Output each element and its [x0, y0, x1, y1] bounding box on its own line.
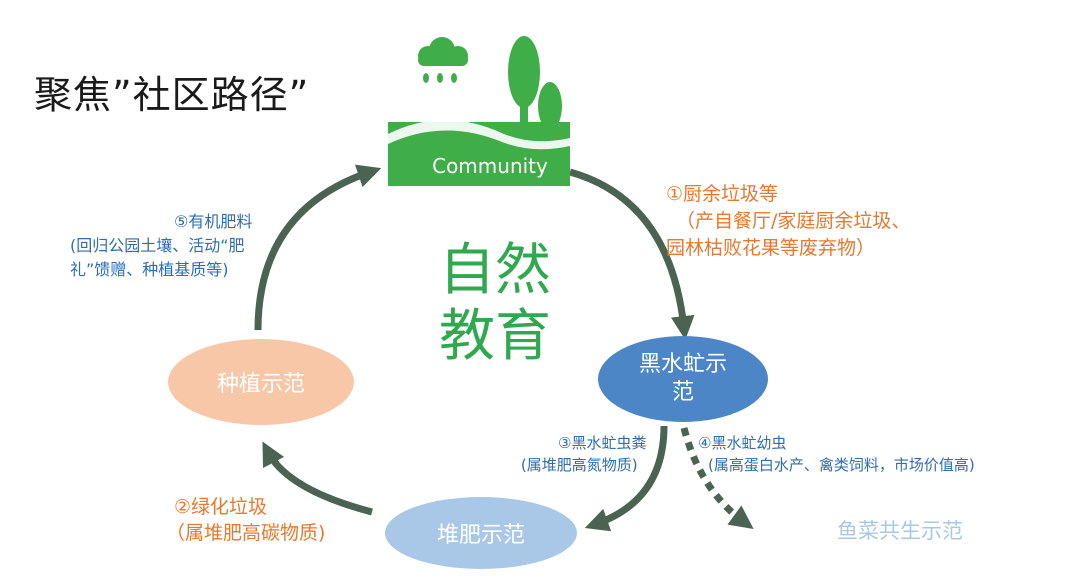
label-2-line-2: （属堆肥高碳物质) — [166, 522, 326, 544]
node-black-soldier-fly: 黑水虻示 范 — [598, 336, 768, 422]
label-5-line-1: ⑤有机肥料 — [174, 212, 253, 231]
label-1-line-2: （产自餐厅/家庭厨余垃圾、 — [676, 210, 911, 232]
arrow-plant-to-community — [254, 164, 382, 331]
label-4-line-1: ④黑水虻幼虫 — [698, 434, 787, 452]
node-bsf-line-1: 黑水虻示 — [638, 352, 727, 377]
label-2-line-1: ②绿化垃圾 — [174, 496, 268, 518]
label-bsf-frass: ③黑水虻虫粪 (属堆肥高氮物质) — [512, 432, 647, 476]
label-bsf-larvae: ④黑水虻幼虫 (属高蛋白水产、禽类饲料，市场价值高) — [698, 432, 975, 476]
label-1-line-3: 园林枯败花果等废弃物） — [666, 237, 876, 259]
tree-icon — [508, 36, 562, 148]
arrow-bsf-to-compost — [584, 425, 668, 532]
label-5-line-2: (回归公园土壤、活动“肥 — [70, 236, 245, 255]
label-5-line-3: 礼”馈赠、种植基质等) — [70, 260, 229, 279]
label-kitchen-waste: ①厨余垃圾等 （产自餐厅/家庭厨余垃圾、 园林枯败花果等废弃物） — [666, 181, 910, 262]
cloud-rain-icon — [418, 37, 468, 83]
label-3-line-1: ③黑水虻虫粪 — [558, 434, 647, 452]
node-planting: 种植示范 — [168, 339, 354, 425]
community-logo-icon — [388, 36, 570, 186]
center-line-1: 自然 — [439, 238, 551, 303]
label-green-waste: ②绿化垃圾 （属堆肥高碳物质) — [166, 494, 325, 546]
page-title: 聚焦”社区路径” — [34, 73, 310, 117]
center-line-2: 教育 — [439, 304, 551, 369]
node-compost: 堆肥示范 — [385, 497, 577, 569]
label-4-line-2: (属高蛋白水产、禽类饲料，市场价值高) — [708, 456, 975, 474]
arrow-compost-to-plant — [262, 441, 373, 516]
community-label: Community — [432, 154, 548, 178]
label-organic-fertilizer: ⑤有机肥料 (回归公园土壤、活动“肥 礼”馈赠、种植基质等) — [70, 210, 252, 282]
node-aquaponics: 鱼菜共生示范 — [837, 519, 963, 543]
center-title: 自然 教育 — [425, 238, 565, 370]
arrow-community-to-bsf — [569, 168, 695, 340]
label-1-line-1: ①厨余垃圾等 — [666, 183, 779, 205]
node-bsf-line-2: 范 — [671, 380, 694, 405]
label-3-line-2: (属堆肥高氮物质) — [520, 456, 638, 474]
